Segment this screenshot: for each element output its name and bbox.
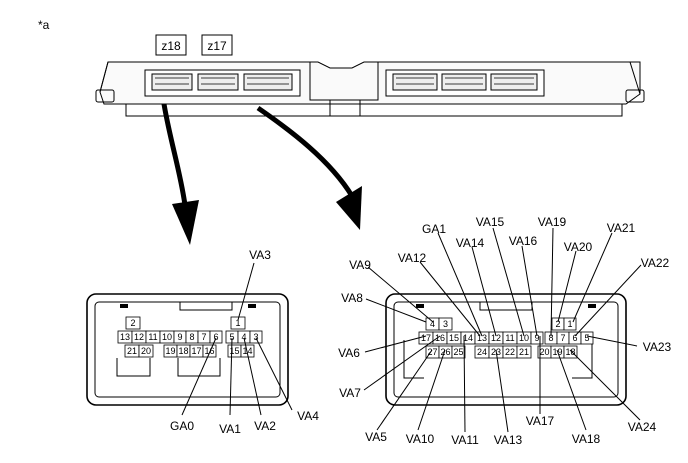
right-label-va8: VA8 [341, 291, 363, 305]
right-pin-row3: 27 26 25 24 23 22 21 20 19 18 [425, 345, 578, 359]
left-label-va1: VA1 [219, 422, 241, 436]
left-pin-12: 12 [134, 332, 144, 342]
right-pin-8: 8 [548, 333, 553, 343]
left-pin-10: 10 [162, 332, 172, 342]
right-label-va13: VA13 [494, 433, 523, 447]
pointer-arrows [161, 103, 362, 245]
left-pin-2: 2 [130, 318, 135, 328]
right-pin-6: 6 [572, 333, 577, 343]
left-pin-19: 19 [165, 346, 175, 356]
right-leader-lines [363, 227, 642, 433]
right-label-va24: VA24 [628, 420, 657, 434]
right-label-va14: VA14 [456, 236, 485, 250]
right-pin-13: 13 [477, 333, 487, 343]
right-pin-row2: 17 16 15 14 13 12 11 10 9 8 7 6 5 [418, 331, 594, 345]
ecu-unit [95, 61, 645, 117]
left-pin-14: 14 [242, 346, 252, 356]
left-pin-4: 4 [241, 332, 246, 342]
right-pin-4: 4 [430, 319, 435, 329]
left-pin-7: 7 [201, 332, 206, 342]
left-pin-1: 1 [235, 318, 240, 328]
left-label-va4: VA4 [297, 409, 319, 423]
left-pin-row2: 13 12 11 10 9 8 7 6 5 4 3 [117, 330, 263, 344]
left-pin-21: 21 [127, 346, 137, 356]
right-pin-22: 22 [505, 347, 515, 357]
right-pin-7: 7 [560, 333, 565, 343]
right-pin-24: 24 [477, 347, 487, 357]
left-connector: 2 1 13 12 11 10 9 8 7 6 5 4 3 [86, 248, 319, 436]
left-pin-6: 6 [213, 332, 218, 342]
right-connector: 4 3 2 1 17 16 15 14 13 12 11 10 [338, 215, 671, 447]
left-pin-15: 15 [229, 346, 239, 356]
right-label-va15: VA15 [476, 215, 505, 229]
left-pin-3: 3 [253, 332, 258, 342]
left-label-va2: VA2 [254, 419, 276, 433]
connector-tag-z18: z18 [155, 34, 187, 56]
left-pin-18: 18 [178, 346, 188, 356]
right-pin-1: 1 [567, 319, 572, 329]
right-label-va9: VA9 [349, 258, 371, 272]
right-pin-12: 12 [491, 333, 501, 343]
right-pin-15: 15 [449, 333, 459, 343]
right-pin-2: 2 [555, 319, 560, 329]
right-label-va11: VA11 [451, 433, 479, 447]
connector-tag-z18-text: z18 [161, 39, 181, 53]
left-pin-11: 11 [148, 332, 157, 342]
right-label-va16: VA16 [509, 234, 538, 248]
left-pin-13: 13 [120, 332, 130, 342]
connector-tag-z17-text: z17 [207, 39, 227, 53]
right-pin-26: 26 [440, 347, 450, 357]
left-label-va3: VA3 [249, 248, 271, 262]
right-label-va6: VA6 [338, 346, 360, 360]
right-label-va20: VA20 [564, 240, 593, 254]
right-pin-14: 14 [463, 333, 473, 343]
right-pin-9: 9 [534, 333, 539, 343]
right-label-va22: VA22 [641, 256, 670, 270]
left-label-ga0: GA0 [170, 419, 194, 433]
right-label-va21: VA21 [607, 221, 636, 235]
connector-tag-z17: z17 [201, 34, 233, 56]
right-pin-10: 10 [519, 333, 529, 343]
right-pin-21: 21 [519, 347, 529, 357]
right-pin-16: 16 [435, 333, 445, 343]
right-label-va12: VA12 [398, 251, 427, 265]
left-pin-5: 5 [229, 332, 234, 342]
right-label-va5: VA5 [365, 430, 387, 444]
right-pin-18: 18 [565, 347, 575, 357]
left-pin-17: 17 [191, 346, 201, 356]
right-pin-3: 3 [443, 319, 448, 329]
right-pin-row1: 4 3 2 1 [425, 317, 577, 331]
left-pin-20: 20 [141, 346, 151, 356]
right-label-va18: VA18 [572, 432, 601, 446]
left-pin-9: 9 [177, 332, 182, 342]
figure-marker: *a [38, 18, 50, 32]
right-label-va23: VA23 [643, 340, 672, 354]
right-pin-25: 25 [453, 347, 463, 357]
right-pin-11: 11 [505, 333, 514, 343]
right-pin-20: 20 [539, 347, 549, 357]
right-pin-5: 5 [584, 333, 589, 343]
right-label-va17: VA17 [526, 414, 555, 428]
right-label-ga1: GA1 [422, 222, 446, 236]
right-label-va19: VA19 [538, 215, 567, 229]
right-label-va10: VA10 [406, 432, 435, 446]
left-leader-lines [181, 262, 293, 416]
left-pin-16: 16 [204, 346, 214, 356]
right-label-va7: VA7 [339, 386, 361, 400]
left-pin-row3: 21 20 19 18 17 16 15 14 [124, 344, 255, 358]
right-pin-27: 27 [427, 347, 437, 357]
left-pin-8: 8 [189, 332, 194, 342]
right-pin-17: 17 [421, 333, 431, 343]
